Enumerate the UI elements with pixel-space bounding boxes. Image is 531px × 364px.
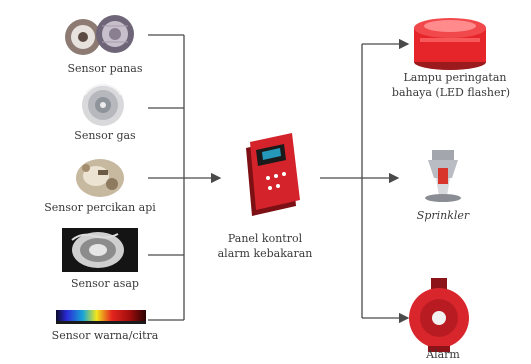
output-label-sprinkler: Sprinkler: [416, 209, 470, 222]
smoke-sensor-icon: [62, 228, 138, 272]
input-label-smoke-sensor: Sensor asap: [71, 277, 139, 290]
input-label-flame-sensor: Sensor percikan api: [44, 201, 156, 214]
input-label-heat-sensor: Sensor panas: [67, 62, 143, 75]
heat-sensor-icon: [65, 15, 134, 55]
output-connectors: [320, 38, 410, 324]
led-flasher-icon: [414, 18, 486, 70]
input-label-color-image-sensor: Sensor warna/citra: [51, 329, 159, 342]
flame-sensor-icon: [76, 159, 124, 197]
gas-sensor-icon: [82, 83, 124, 126]
output-label-alarm: Alarm: [426, 348, 460, 361]
panel-label-line2: alarm kebakaran: [217, 247, 313, 260]
color-image-sensor-icon: [56, 310, 146, 324]
sprinkler-icon: [425, 150, 461, 202]
output-label-led-flasher-line1: Lampu peringatan: [403, 71, 507, 84]
alarm-bell-icon: [409, 278, 469, 352]
input-connectors: [148, 34, 222, 321]
output-label-led-flasher-line2: bahaya (LED flasher): [391, 86, 511, 99]
input-label-gas-sensor: Sensor gas: [74, 129, 136, 142]
fire-alarm-control-panel-icon: [246, 133, 300, 216]
panel-label-line1: Panel kontrol: [227, 232, 303, 245]
